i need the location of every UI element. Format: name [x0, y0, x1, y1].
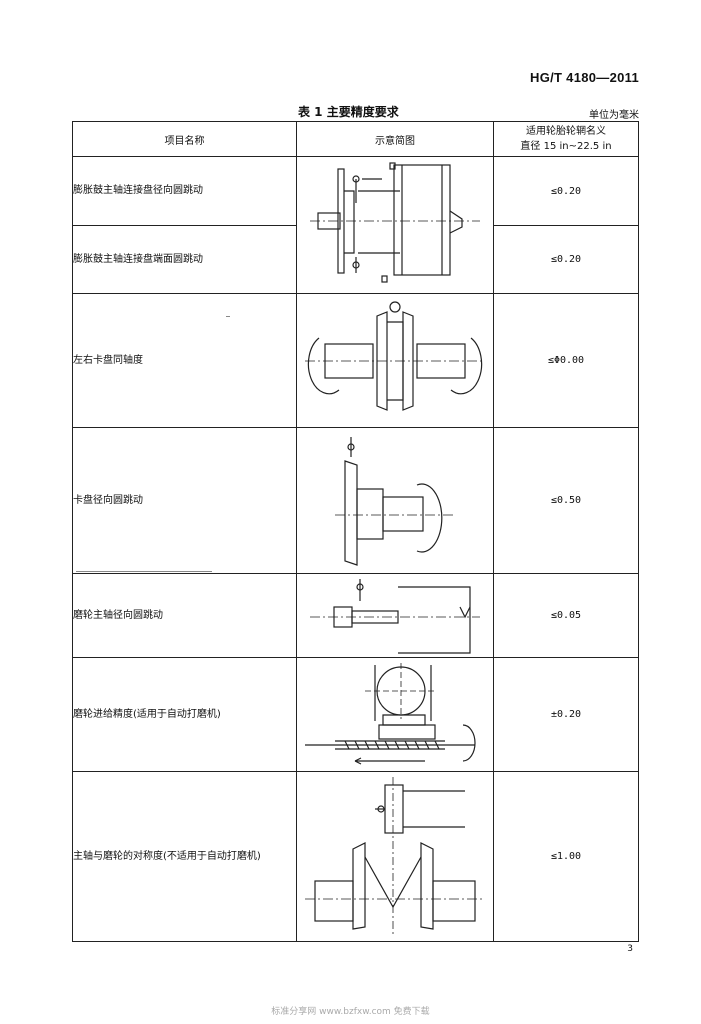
row-value: ≤0.05 — [493, 573, 639, 658]
row-name: 膨胀鼓主轴连接盘径向圆跳动 — [72, 156, 297, 226]
chuck-coaxiality-icon — [296, 293, 494, 428]
table-row: 膨胀鼓主轴连接盘径向圆跳动 ≤0.20 — [72, 156, 639, 294]
table-row: 主轴与磨轮的对称度(不适用于自动打磨机) ≤1.00 — [72, 771, 639, 942]
scan-mark — [76, 571, 212, 572]
table-title: 表 1 主要精度要求 — [298, 105, 399, 119]
col-header-tolerance: 适用轮胎轮辋名义 直径 15 in~22.5 in — [493, 121, 639, 157]
row-value: ≤0.20 — [493, 156, 639, 226]
row-name: 磨轮主轴径向圆跳动 — [72, 573, 297, 658]
table-header-row: 项目名称 示意简图 适用轮胎轮辋名义 直径 15 in~22.5 in — [72, 121, 639, 157]
table-row: 卡盘径向圆跳动 ≤0.50 — [72, 427, 639, 574]
precision-table: 项目名称 示意简图 适用轮胎轮辋名义 直径 15 in~22.5 in 膨胀鼓主… — [72, 121, 639, 942]
footer-watermark: 标准分享网 www.bzfxw.com 免费下载 — [271, 1007, 430, 1017]
table-row: 左右卡盘同轴度 ≤Φ0.00 — [72, 293, 639, 428]
row-name: 磨轮进给精度(适用于自动打磨机) — [72, 657, 297, 772]
scan-mark — [226, 316, 230, 317]
row-name: 左右卡盘同轴度 — [72, 293, 297, 428]
standard-number: HG/T 4180—2011 — [530, 70, 639, 85]
row-name: 主轴与磨轮的对称度(不适用于自动打磨机) — [72, 771, 297, 942]
col-header-figure: 示意简图 — [296, 121, 494, 157]
row-value: ±0.20 — [493, 657, 639, 772]
grinding-spindle-icon — [296, 573, 494, 658]
col-header-tolerance-line1: 适用轮胎轮辋名义 — [526, 126, 606, 137]
page-number: 3 — [627, 944, 633, 954]
row-value: ≤Φ0.00 — [493, 293, 639, 428]
feed-accuracy-icon — [296, 657, 494, 772]
row-value: ≤0.50 — [493, 427, 639, 574]
table-row: 膨胀鼓主轴连接盘端面圆跳动 ≤0.20 — [72, 225, 639, 294]
table-row: 磨轮主轴径向圆跳动 ≤0.05 — [72, 573, 639, 658]
col-header-name: 项目名称 — [72, 121, 297, 157]
unit-note: 单位为毫米 — [589, 110, 639, 121]
col-header-tolerance-line2: 直径 15 in~22.5 in — [520, 141, 612, 152]
row-value: ≤1.00 — [493, 771, 639, 942]
row-value: ≤0.20 — [493, 225, 639, 294]
row-name: 卡盘径向圆跳动 — [72, 427, 297, 574]
row-name: 膨胀鼓主轴连接盘端面圆跳动 — [72, 225, 297, 294]
symmetry-icon — [296, 771, 494, 942]
table-row: 磨轮进给精度(适用于自动打磨机) ±0.20 — [72, 657, 639, 772]
expansion-drum-icon — [296, 156, 494, 294]
chuck-runout-icon — [296, 427, 494, 574]
